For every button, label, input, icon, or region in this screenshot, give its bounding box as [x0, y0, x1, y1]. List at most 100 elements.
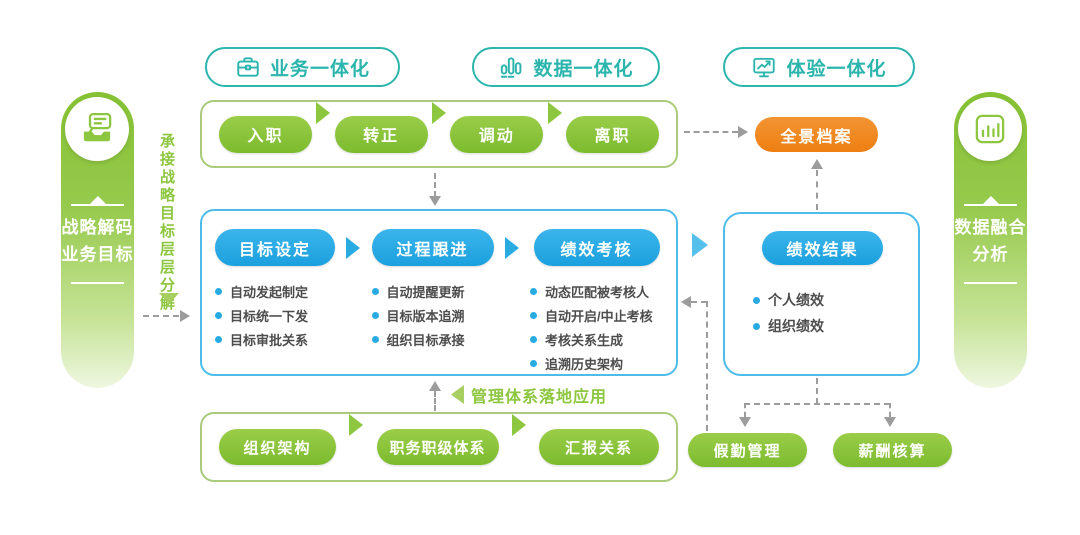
badge-experience-integration: 体验一体化: [723, 47, 915, 87]
arrowhead-left: [681, 296, 691, 308]
chevron-right-icon: [504, 237, 519, 259]
right-rail-line2: 分析: [972, 245, 1009, 264]
performance-result-items: 个人绩效 组织绩效: [753, 287, 824, 339]
analysis-chart-icon: [958, 97, 1022, 161]
badge-data-integration: 数据一体化: [472, 47, 660, 87]
employee-lifecycle-box: 入职 转正 调动 离职: [200, 100, 678, 168]
appraisal-column: 绩效考核 动态匹配被考核人 自动开启/中止考核 考核关系生成 追溯历史架构: [530, 229, 663, 375]
rail-divider-top: [964, 204, 1017, 206]
list-item: 追溯历史架构: [530, 351, 663, 375]
chevron-right-icon: [511, 414, 526, 436]
process-followup-column: 过程跟进 自动提醒更新 目标版本追溯 组织目标承接: [371, 229, 494, 375]
chevron-right-icon: [547, 102, 562, 124]
branch-right-stem: [889, 403, 891, 417]
chevron-left-icon: [451, 385, 464, 404]
badge-label: 数据一体化: [533, 58, 634, 80]
result-branch-connector: [744, 403, 890, 405]
arrowhead-right: [738, 126, 748, 138]
bullet-dot: [371, 287, 379, 295]
chevron-down-icon: [159, 293, 179, 304]
goal-setting-pill: 目标设定: [215, 229, 335, 266]
rail-divider-bottom: [71, 282, 124, 284]
chevron-right-icon: [431, 102, 446, 124]
performance-result-pill: 绩效结果: [762, 231, 883, 265]
payroll-pill: 薪酬核算: [833, 433, 952, 467]
bullet-dot: [215, 287, 222, 295]
performance-result-box: 绩效结果 个人绩效 组织绩效: [723, 212, 920, 376]
result-down-connector: [816, 378, 818, 404]
job-grade-pill: 职务职级体系: [376, 429, 499, 465]
right-rail-analysis: 数据融合 分析: [954, 92, 1027, 388]
lifecycle-to-archive-connector: [684, 131, 738, 133]
bullet-dot: [371, 335, 379, 343]
arrowhead-up: [811, 159, 823, 169]
goal-setting-column: 目标设定 自动发起制定 目标统一下发 目标审批关系: [215, 229, 335, 375]
rail-divider-bottom: [964, 282, 1017, 284]
feedback-connector-horizontal: [691, 301, 707, 303]
attendance-pill: 假勤管理: [688, 433, 807, 467]
bullet-dot: [530, 311, 537, 319]
briefcase-icon: [235, 54, 261, 80]
left-rail-line1: 战略解码: [61, 218, 134, 237]
process-followup-items: 自动提醒更新 目标版本追溯 组织目标承接: [371, 279, 494, 351]
strategy-doc-icon: [65, 97, 129, 161]
left-rail-line2: 业务目标: [61, 245, 134, 264]
arrowhead-right: [180, 310, 190, 322]
list-item: 目标审批关系: [215, 327, 335, 351]
list-item: 目标版本追溯: [371, 303, 494, 327]
arrowhead-down: [739, 417, 751, 427]
process-followup-pill: 过程跟进: [371, 229, 494, 266]
lifecycle-to-performance-connector: [434, 173, 436, 197]
strategy-vertical-note: 承接战略目标层层分解: [158, 133, 175, 313]
stage-pill-resignation: 离职: [565, 115, 659, 153]
right-rail-title: 数据融合 分析: [954, 214, 1027, 268]
branch-left-stem: [744, 403, 746, 417]
data-bars-icon: [498, 54, 524, 80]
chevron-right-icon: [346, 237, 361, 259]
chevron-right-icon: [349, 414, 364, 436]
bullet-dot: [753, 322, 760, 330]
left-rail-title: 战略解码 业务目标: [61, 214, 134, 268]
bullet-dot: [371, 311, 379, 319]
performance-process-box: 目标设定 自动发起制定 目标统一下发 目标审批关系 过程跟进 自动提醒更新 目标…: [200, 209, 678, 376]
feedback-connector-vertical: [706, 301, 708, 431]
chevron-right-icon: [316, 102, 331, 124]
stage-pill-transfer: 调动: [450, 115, 544, 153]
monitor-trend-icon: [751, 54, 777, 80]
arrowhead-down: [429, 196, 441, 206]
org-structure-pill: 组织架构: [219, 429, 336, 465]
goal-setting-items: 自动发起制定 目标统一下发 目标审批关系: [215, 279, 335, 351]
list-item: 组织绩效: [753, 313, 824, 339]
bullet-dot: [530, 287, 537, 295]
list-item: 自动提醒更新: [371, 279, 494, 303]
bullet-dot: [753, 296, 760, 304]
bullet-dot: [530, 335, 537, 343]
foundation-to-process-connector: [434, 391, 436, 411]
badge-label: 业务一体化: [269, 58, 370, 80]
appraisal-pill: 绩效考核: [533, 229, 660, 266]
list-item: 考核关系生成: [530, 327, 663, 351]
bullet-dot: [215, 335, 222, 343]
list-item: 自动开启/中止考核: [530, 303, 663, 327]
rail-divider-top: [71, 204, 124, 206]
arrowhead-up: [429, 381, 441, 391]
stage-pill-regularization: 转正: [334, 115, 428, 153]
list-item: 个人绩效: [753, 287, 824, 313]
chevron-right-icon: [692, 233, 708, 257]
badge-business-integration: 业务一体化: [205, 47, 400, 87]
badge-label: 体验一体化: [786, 58, 887, 80]
list-item: 组织目标承接: [371, 327, 494, 351]
list-item: 自动发起制定: [215, 279, 335, 303]
bullet-dot: [215, 311, 222, 319]
archive-pill: 全景档案: [755, 117, 878, 152]
list-item: 目标统一下发: [215, 303, 335, 327]
stage-pill-onboarding: 入职: [219, 115, 312, 153]
org-foundation-box: 组织架构 职务职级体系 汇报关系: [200, 412, 678, 482]
arrowhead-down: [884, 417, 896, 427]
strategy-to-process-connector: [143, 315, 179, 317]
reporting-pill: 汇报关系: [539, 429, 659, 465]
left-rail-strategy: 战略解码 业务目标: [61, 92, 134, 388]
list-item: 动态匹配被考核人: [530, 279, 663, 303]
result-to-archive-connector: [816, 170, 818, 210]
